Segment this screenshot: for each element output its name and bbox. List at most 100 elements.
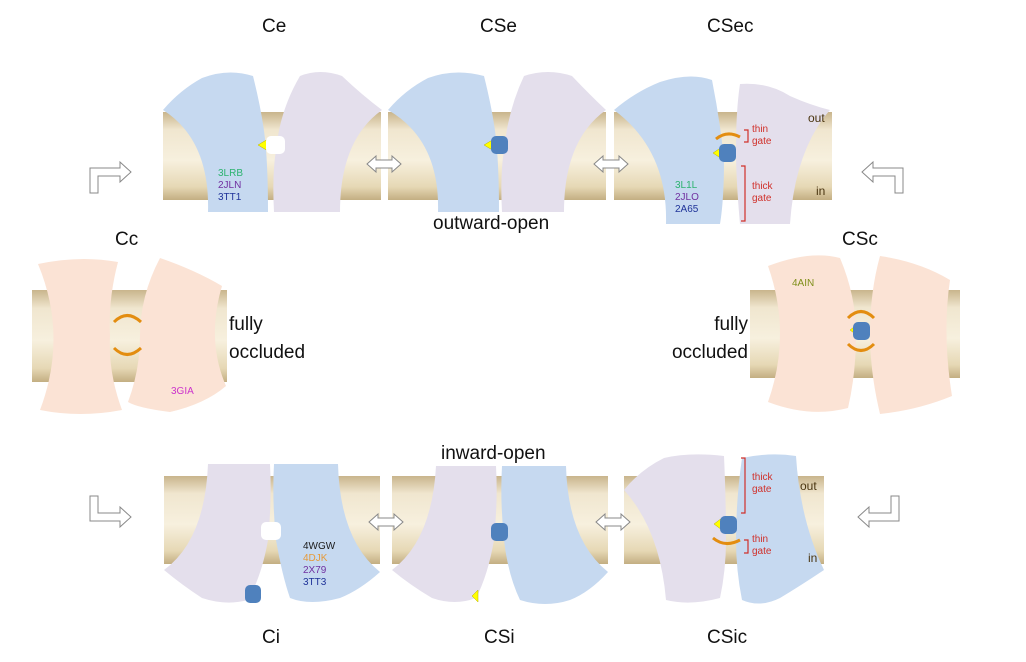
pdb-code: 2X79 xyxy=(303,565,327,576)
thin-gate-label-bottom: thin gate xyxy=(752,534,771,558)
pdb-code: 2JLO xyxy=(675,192,699,203)
pdb-code: 4WGW xyxy=(303,541,336,552)
pdb-list-ci: 4WGW 4DJK 2X79 3TT3 xyxy=(303,541,335,589)
membrane-in-label-bottom: in xyxy=(808,551,818,565)
thin-gate-bracket xyxy=(744,129,749,143)
bent-arrow-ci-cc xyxy=(89,495,132,529)
pdb-code: 2A65 xyxy=(675,204,699,215)
membrane-out-label-top: out xyxy=(808,111,825,125)
double-arrow-cse-csec xyxy=(593,154,629,174)
double-arrow-ce-cse xyxy=(366,154,402,174)
pdb-list-csec: 3L1L 2JLO 2A65 xyxy=(675,180,699,216)
gate-arc-top xyxy=(846,310,876,320)
outward-lobe xyxy=(614,76,724,224)
pdb-list-ce: 3LRB 2JLN 3TT1 xyxy=(218,168,243,204)
substrate xyxy=(491,523,508,541)
state-label-ci: Ci xyxy=(262,627,280,648)
state-csi-transporter xyxy=(392,466,608,604)
substrate xyxy=(491,136,508,154)
transition-arrows xyxy=(89,154,904,532)
gate-label-line2: gate xyxy=(752,546,772,557)
inward-lobe xyxy=(624,454,726,603)
substrate xyxy=(720,516,737,534)
gate-label-line1: thick xyxy=(752,181,773,192)
fully-occluded-line2: occluded xyxy=(229,342,306,363)
state-label-csc: CSc xyxy=(842,229,878,250)
outward-lobe xyxy=(388,72,499,212)
released-substrate xyxy=(245,585,261,603)
pdb-code: 3TT1 xyxy=(218,192,242,203)
gate-arc-bottom xyxy=(846,342,876,352)
state-cc-transporter xyxy=(32,258,227,414)
inward-lobe xyxy=(736,83,830,224)
thin-gate-arc xyxy=(712,536,741,545)
fully-occluded-line1: fully xyxy=(714,314,748,335)
gate-label-line1: thin xyxy=(752,124,769,135)
thin-gate-arc xyxy=(715,132,741,141)
state-label-ce: Ce xyxy=(262,16,287,37)
gate-label-line1: thin xyxy=(752,534,769,545)
substrate xyxy=(719,144,736,162)
state-cse-transporter xyxy=(388,72,606,212)
outward-lobe xyxy=(163,72,268,212)
outward-lobe xyxy=(501,466,608,604)
pdb-code-csc: 4AIN xyxy=(792,278,815,289)
bent-arrow-cc-ce xyxy=(89,160,132,194)
thick-gate-label-top: thick gate xyxy=(752,181,773,205)
pdb-code: 3LRB xyxy=(218,168,244,179)
gate-label-line2: gate xyxy=(752,136,772,147)
state-ce-transporter xyxy=(163,72,382,212)
empty-substrate-site xyxy=(266,136,285,154)
gate-label-line2: gate xyxy=(752,484,772,495)
inward-lobe xyxy=(501,72,606,212)
inward-lobe xyxy=(164,464,271,603)
state-label-csi: CSi xyxy=(484,627,515,648)
state-csec-transporter xyxy=(614,76,832,224)
occluded-lobe-left xyxy=(38,258,122,414)
label-outward-open: outward-open xyxy=(433,213,550,234)
empty-substrate-site xyxy=(261,522,281,540)
state-csic-transporter xyxy=(624,454,824,604)
released-ion xyxy=(471,589,479,603)
gate-label-line1: thick xyxy=(752,472,773,483)
pdb-code: 4DJK xyxy=(303,553,328,564)
state-label-cse: CSe xyxy=(480,16,517,37)
state-label-csic: CSic xyxy=(707,627,748,648)
thick-gate-bracket xyxy=(741,165,746,222)
pdb-code: 3L1L xyxy=(675,180,698,191)
state-label-cc: Cc xyxy=(115,229,139,250)
inward-lobe xyxy=(273,72,382,212)
occluded-lobe-left xyxy=(768,255,856,412)
gate-arc-top xyxy=(112,314,143,324)
gate-arc-bottom xyxy=(112,346,143,356)
fully-occluded-line2: occluded xyxy=(671,342,748,363)
bent-arrow-csec-csc xyxy=(861,160,904,194)
membrane-out-label-bottom: out xyxy=(800,479,817,493)
membrane-in-label-top: in xyxy=(816,184,826,198)
substrate xyxy=(853,322,870,340)
fully-occluded-line1: fully xyxy=(229,314,263,335)
gate-label-line2: gate xyxy=(752,193,772,204)
occluded-lobe-right xyxy=(128,258,226,412)
double-arrow-csi-csic xyxy=(595,512,631,532)
outward-lobe xyxy=(273,464,380,602)
outward-lobe xyxy=(736,454,824,604)
label-inward-open: inward-open xyxy=(441,443,546,464)
inward-lobe xyxy=(392,466,497,602)
thick-gate-label-bottom: thick gate xyxy=(752,472,773,496)
state-label-csec: CSec xyxy=(707,16,754,37)
state-ci-transporter xyxy=(164,464,380,603)
thin-gate-label-top: thin gate xyxy=(752,124,771,148)
state-csc-transporter xyxy=(750,255,960,414)
pdb-code: 2JLN xyxy=(218,180,242,191)
thick-gate-bracket xyxy=(741,457,746,514)
label-fully-occluded-left: fully occluded xyxy=(229,311,305,367)
thin-gate-bracket xyxy=(744,539,749,554)
pdb-code-cc: 3GIA xyxy=(171,386,194,397)
occluded-lobe-right xyxy=(870,256,952,414)
pdb-code: 3TT3 xyxy=(303,577,327,588)
double-arrow-ci-csi xyxy=(368,512,404,532)
bent-arrow-csc-csic xyxy=(857,495,900,529)
label-fully-occluded-right: fully occluded xyxy=(663,311,748,367)
